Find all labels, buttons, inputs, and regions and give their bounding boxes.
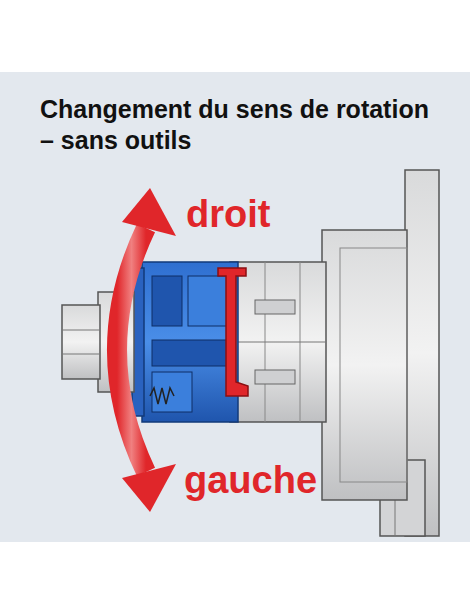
diagram-title: Changement du sens de rotation – sans ou… [40, 94, 440, 156]
direction-label: droit [186, 194, 270, 234]
direction-label: gauche [184, 460, 317, 500]
